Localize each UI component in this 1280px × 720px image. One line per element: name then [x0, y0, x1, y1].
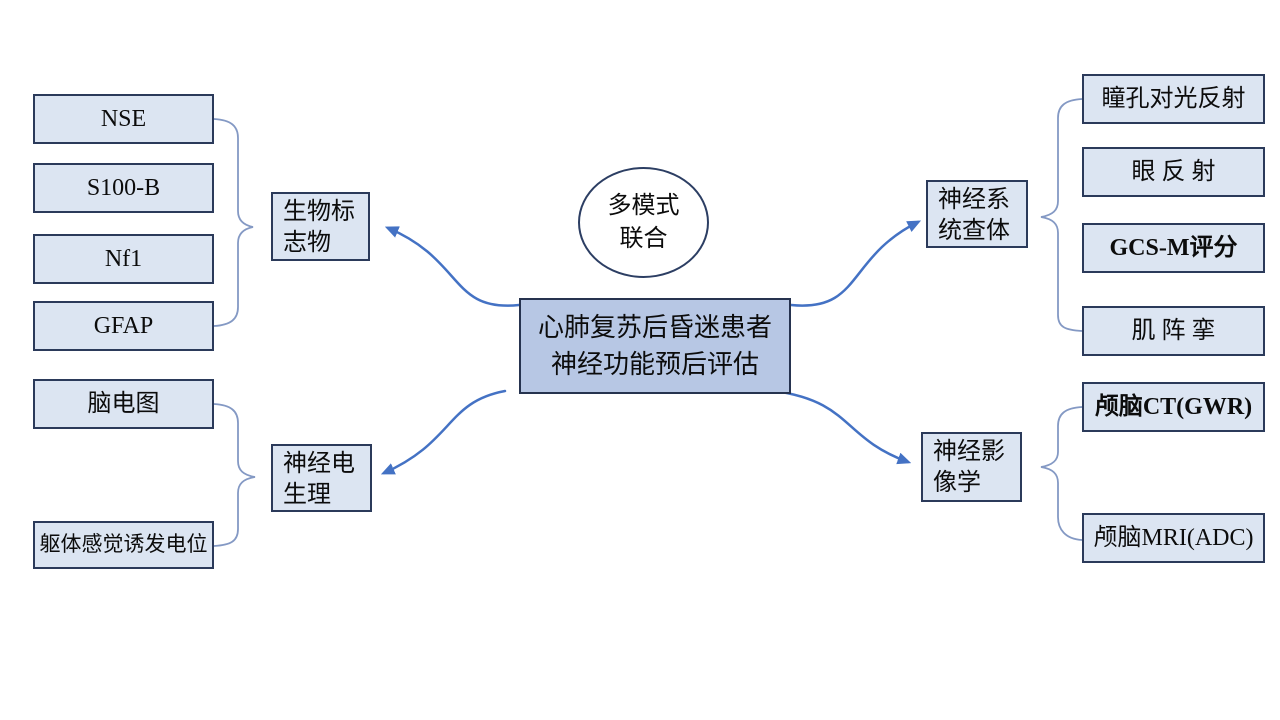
center-topic-line-2: 神经功能预后评估: [550, 350, 759, 379]
item-nf1: Nf1: [33, 234, 214, 284]
brace-electrophysiology: [213, 403, 256, 547]
item-pupil-light-reflex: 瞳孔对光反射: [1082, 74, 1265, 124]
arrow-to-biomarkers: [384, 226, 521, 307]
arrow-to-neuroimaging: [773, 389, 912, 465]
item-ssep: 躯体感觉诱发电位: [33, 521, 214, 569]
item-ct-gwr: 颅脑CT(GWR): [1082, 382, 1265, 432]
center-topic-box: 心肺复苏后昏迷患者 神经功能预后评估: [519, 298, 791, 394]
arrow-to-electrophysiology: [380, 389, 507, 475]
brace-neuroimaging: [1040, 406, 1083, 541]
category-neuroimaging: 神经影像学: [921, 432, 1022, 502]
arrow-to-neuro-exam: [789, 220, 922, 307]
item-mri-adc: 颅脑MRI(ADC): [1082, 513, 1265, 563]
hub-line-1: 多模式: [607, 192, 680, 219]
item-gfap: GFAP: [33, 301, 214, 351]
item-myoclonus: 肌 阵 挛: [1082, 306, 1265, 356]
category-biomarkers: 生物标志物: [271, 192, 370, 261]
category-electrophysiology: 神经电生理: [271, 444, 372, 512]
item-s100b: S100-B: [33, 163, 214, 213]
item-eye-reflex: 眼 反 射: [1082, 147, 1265, 197]
item-eeg: 脑电图: [33, 379, 214, 429]
category-neuro-exam: 神经系统查体: [926, 180, 1028, 248]
hub-circle: 多模式 联合: [578, 167, 709, 278]
item-nse: NSE: [33, 94, 214, 144]
center-topic-line-1: 心肺复苏后昏迷患者: [537, 313, 772, 342]
item-gcs-m-score: GCS-M评分: [1082, 223, 1265, 273]
hub-line-2: 联合: [619, 225, 668, 252]
brace-neuro-exam: [1040, 98, 1083, 332]
brace-biomarkers: [213, 118, 254, 327]
